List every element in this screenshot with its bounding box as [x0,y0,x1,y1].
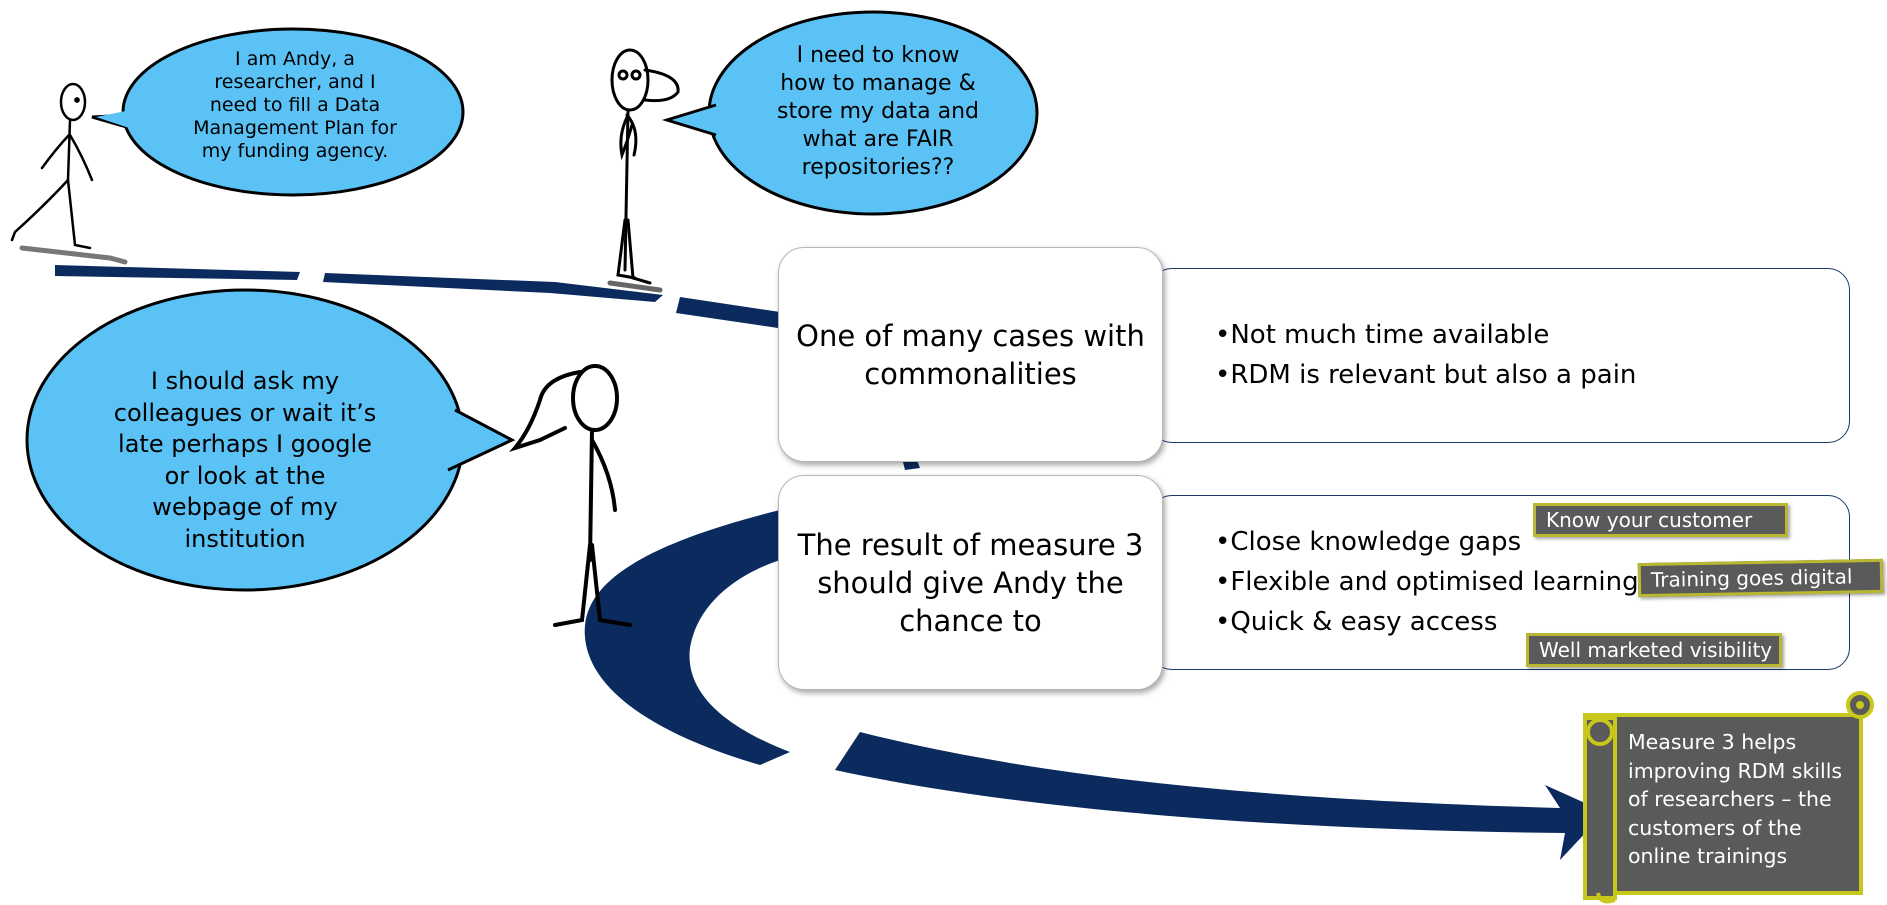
scroll-line: Measure 3 helps [1628,730,1797,754]
bubble-line: need to fill a Data [209,94,381,116]
stick-figure-looking [509,364,632,627]
tag-well-marketed-visibility: Well marketed visibility [1526,633,1782,667]
box-label-line: One of many cases with [796,318,1145,353]
box1-bullets: •Not much time available •RDM is relevan… [1215,315,1636,395]
box-label-line: chance to [899,603,1042,638]
path-segment-2 [323,273,663,302]
journey-path [55,265,1605,860]
bullet-item: •Close knowledge gaps [1215,527,1522,557]
scroll-line: customers of the [1628,815,1802,840]
bubble-line: late perhaps I google [118,430,372,458]
bubble-line: colleagues or wait it’s [113,398,377,427]
path-arc [584,510,790,765]
bubble-text-ask: I should ask my colleagues or wait it’s … [100,366,390,555]
bubble-line: store my data and [776,99,980,124]
box-label-line: commonalities [864,356,1077,391]
stick-figure-thinking [607,48,680,293]
bubble-line: or look at the [164,461,326,490]
bullet-item: •RDM is relevant but also a pain [1215,360,1637,390]
bullet-item: •Not much time available [1215,320,1550,350]
path-segment-1 [55,265,300,280]
scroll-text: Measure 3 helps improving RDM skills of … [1628,728,1842,871]
bubble-line: I am Andy, a [235,48,355,70]
bubble-line: my funding agency. [201,140,389,162]
stick-figure-walking [10,82,128,265]
bubble-line: I need to know [796,43,960,68]
scroll-line: online trainings [1628,844,1788,868]
scroll-line: improving RDM skills [1628,758,1843,783]
speech-bubble-ask [25,288,516,592]
bubble-line: Management Plan for [193,117,397,139]
speech-bubble-need [661,10,1039,216]
box-label-line: The result of measure 3 [797,527,1144,562]
scroll-banner [1583,691,1874,904]
bullet-item: •Flexible and optimised learning [1215,567,1639,597]
speech-bubble-andy [91,27,465,197]
bubble-line: what are FAIR [802,127,954,152]
scroll-line: of researchers – the [1628,787,1832,811]
bubble-line: institution [184,524,306,553]
path-segment-3 [676,297,780,328]
box1-details [1150,268,1850,443]
bubble-line: how to manage & [780,71,976,96]
bubble-text-andy: I am Andy, a researcher, and I need to f… [175,48,415,163]
bubble-line: webpage of my [152,493,338,521]
box1-label: One of many cases with commonalities [778,247,1163,462]
bullet-item: •Quick & easy access [1215,607,1498,637]
path-arrow [835,732,1605,860]
bubble-text-need: I need to know how to manage & store my … [748,42,1008,182]
box2-bullets: •Close knowledge gaps •Flexible and opti… [1215,522,1639,642]
bubble-line: repositories?? [801,155,955,180]
box2-label: The result of measure 3 should give Andy… [778,475,1163,690]
tag-training-goes-digital: Training goes digital [1637,558,1884,598]
box-label-line: should give Andy the [817,565,1124,600]
bubble-line: researcher, and I [214,71,376,93]
tag-know-your-customer: Know your customer [1533,503,1788,537]
bubble-line: I should ask my [150,367,340,395]
